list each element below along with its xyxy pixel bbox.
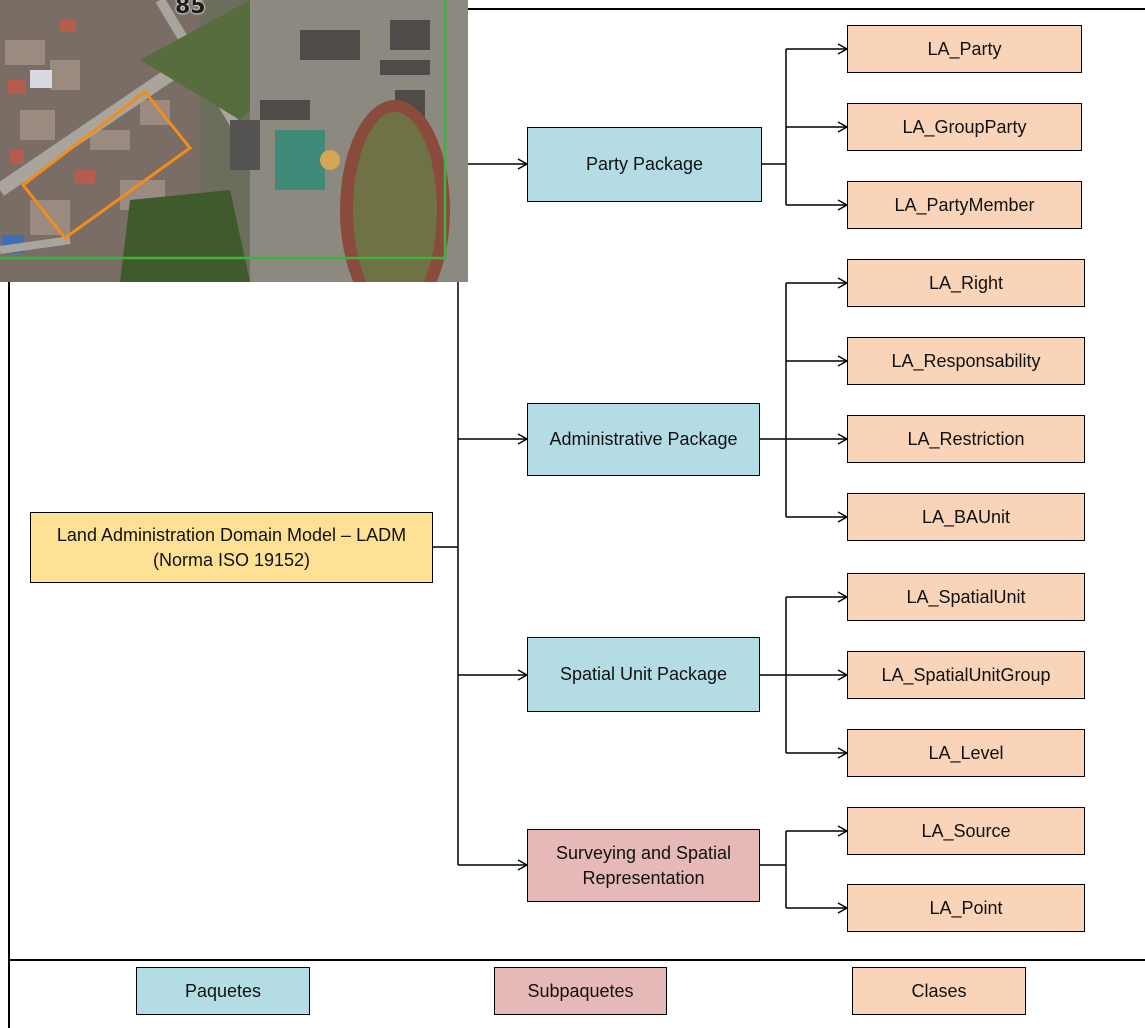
class-label: LA_Source [921,820,1011,841]
class-label: LA_BAUnit [921,506,1011,527]
surveying-label-line2: Representation [582,867,705,888]
class-label: LA_Point [929,897,1003,918]
class-label: LA_Right [928,272,1004,293]
class-box-la-spatialunit: LA_SpatialUnit [847,573,1085,621]
ladm-root-box: Land Administration Domain Model – LADM … [30,512,433,583]
party-package-box: Party Package [527,127,762,202]
class-box-la-level: LA_Level [847,729,1085,777]
class-box-la-restriction: LA_Restriction [847,415,1085,463]
legend-packages: Paquetes [136,967,310,1015]
class-label: LA_PartyMember [894,194,1035,215]
frame-top-line [466,8,1145,10]
administrative-package-box: Administrative Package [527,403,760,476]
aerial-map-image: 85 [0,0,468,282]
map-number-label: 85 [175,0,206,19]
legend-classes-label: Clases [911,980,967,1001]
legend-separator-line [8,959,1145,961]
surveying-subpackage-box: Surveying and Spatial Representation [527,829,760,902]
class-label: LA_SpatialUnitGroup [881,664,1051,685]
class-box-la-right: LA_Right [847,259,1085,307]
class-box-la-partymember: LA_PartyMember [847,181,1082,229]
class-label: LA_Responsability [891,350,1041,371]
legend-classes: Clases [852,967,1026,1015]
legend-packages-label: Paquetes [184,980,262,1001]
surveying-label-line1: Surveying and Spatial [555,843,732,864]
frame-left-line [8,280,10,1028]
class-box-la-groupparty: LA_GroupParty [847,103,1082,151]
class-box-la-baunit: LA_BAUnit [847,493,1085,541]
class-label: LA_GroupParty [902,116,1027,137]
spatial-unit-package-box: Spatial Unit Package [527,637,760,712]
spatial-unit-package-label: Spatial Unit Package [559,664,728,685]
root-label-line2: (Norma ISO 19152) [152,549,311,570]
administrative-package-label: Administrative Package [549,429,738,450]
class-box-la-point: LA_Point [847,884,1085,932]
legend-subpackages: Subpaquetes [494,967,667,1015]
class-label: LA_Level [928,742,1004,763]
root-label-line1: Land Administration Domain Model – LADM [56,525,407,546]
class-box-la-responsability: LA_Responsability [847,337,1085,385]
class-box-la-spatialunitgroup: LA_SpatialUnitGroup [847,651,1085,699]
party-package-label: Party Package [585,154,704,175]
legend-subpackages-label: Subpaquetes [527,980,634,1001]
class-box-la-party: LA_Party [847,25,1082,73]
class-box-la-source: LA_Source [847,807,1085,855]
class-label: LA_SpatialUnit [906,586,1026,607]
class-label: LA_Party [927,38,1002,59]
class-label: LA_Restriction [907,428,1025,449]
